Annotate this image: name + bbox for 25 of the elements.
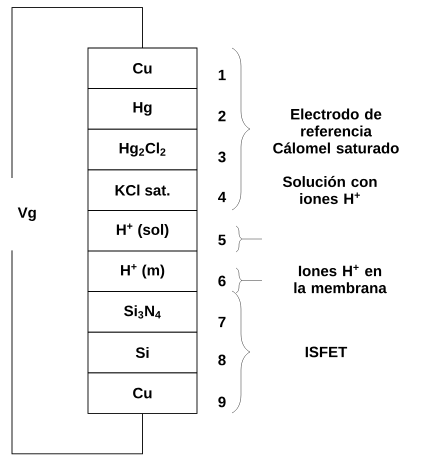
- layer-box: Si: [88, 332, 198, 374]
- layer-box: H$^{+}$ (m): [88, 250, 198, 292]
- layer-box: Hg: [88, 88, 198, 130]
- layer-number: 2: [218, 110, 226, 122]
- group-label: Iones H$^{+}$ en la membrana: [294, 264, 387, 294]
- layer-number: 4: [218, 192, 226, 202]
- wire: [12, 250, 143, 454]
- group-label: ISFET: [306, 346, 348, 358]
- layer-box: H$^{+}$ (sol): [88, 210, 198, 252]
- group-label: Solución con iones H$^{+}$: [282, 176, 377, 204]
- layer-box: Cu: [88, 48, 198, 90]
- layer-number: 8: [218, 354, 226, 366]
- layer-number: 9: [218, 396, 226, 408]
- layer-box: Si$_{3}$N$_{4}$: [88, 291, 198, 333]
- layer-box: Hg$_{2}$Cl$_{2}$: [88, 128, 198, 170]
- wire: [12, 7, 143, 178]
- voltage-label: Vg: [18, 207, 36, 221]
- layer-box: KCl sat.: [88, 169, 198, 211]
- layer-number: 1: [218, 70, 226, 80]
- layer-box: Cu: [88, 372, 198, 414]
- layer-number: 7: [218, 316, 226, 328]
- layer-number: 6: [218, 276, 226, 286]
- layer-number: 3: [218, 152, 226, 162]
- layer-number: 5: [218, 234, 226, 246]
- group-label: Electrodo de referencia Cálomel saturado: [273, 108, 399, 154]
